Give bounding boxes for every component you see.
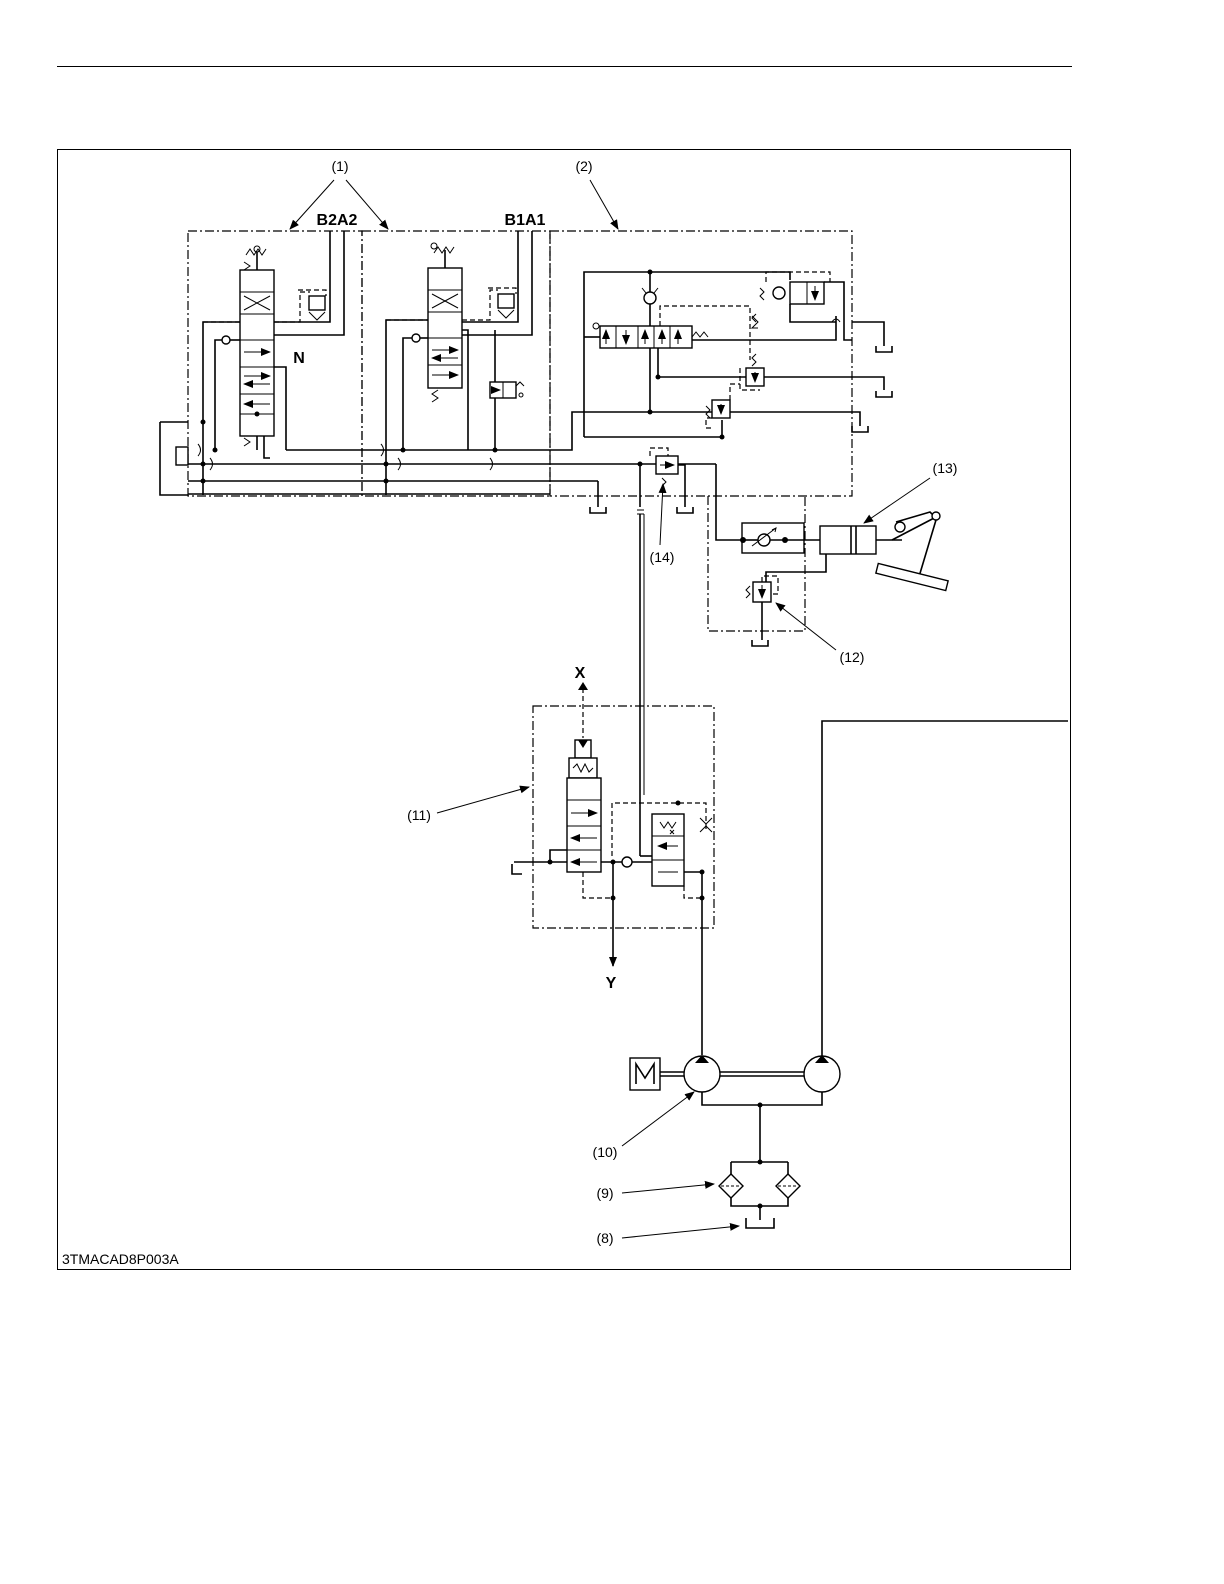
valve-2-boundary xyxy=(550,231,852,496)
relief-valve-14 xyxy=(637,448,685,514)
port-x: X xyxy=(575,665,586,682)
label-10: (10) xyxy=(593,1144,618,1160)
long-pipes xyxy=(640,514,1068,1060)
control-valve-1a xyxy=(203,231,344,495)
label-12: (12) xyxy=(840,649,865,665)
label-13: (13) xyxy=(933,460,958,476)
valve-11-boundary xyxy=(533,706,714,928)
label-11: (11) xyxy=(407,807,431,823)
control-valve-2 xyxy=(584,270,884,541)
valve-1a-boundary xyxy=(188,231,362,496)
control-valve-1b xyxy=(386,231,532,495)
valve-12-boundary xyxy=(708,496,805,631)
valve-block-11 xyxy=(512,682,712,966)
label-9: (9) xyxy=(596,1185,613,1201)
label-8: (8) xyxy=(596,1230,613,1246)
port-y: Y xyxy=(606,975,617,992)
label-2: (2) xyxy=(575,158,592,174)
pump-assembly-10 xyxy=(630,1055,840,1108)
port-n: N xyxy=(293,350,305,367)
label-1: (1) xyxy=(331,158,348,174)
port-b2a2: B2A2 xyxy=(317,212,358,229)
main-galleries xyxy=(160,412,643,507)
label-14: (14) xyxy=(650,549,675,565)
filters-9 xyxy=(719,1105,800,1220)
port-b1a1: B1A1 xyxy=(505,212,546,229)
lift-cylinder-13 xyxy=(740,512,948,591)
drawing-code: 3TMACAD8P003A xyxy=(62,1251,179,1267)
